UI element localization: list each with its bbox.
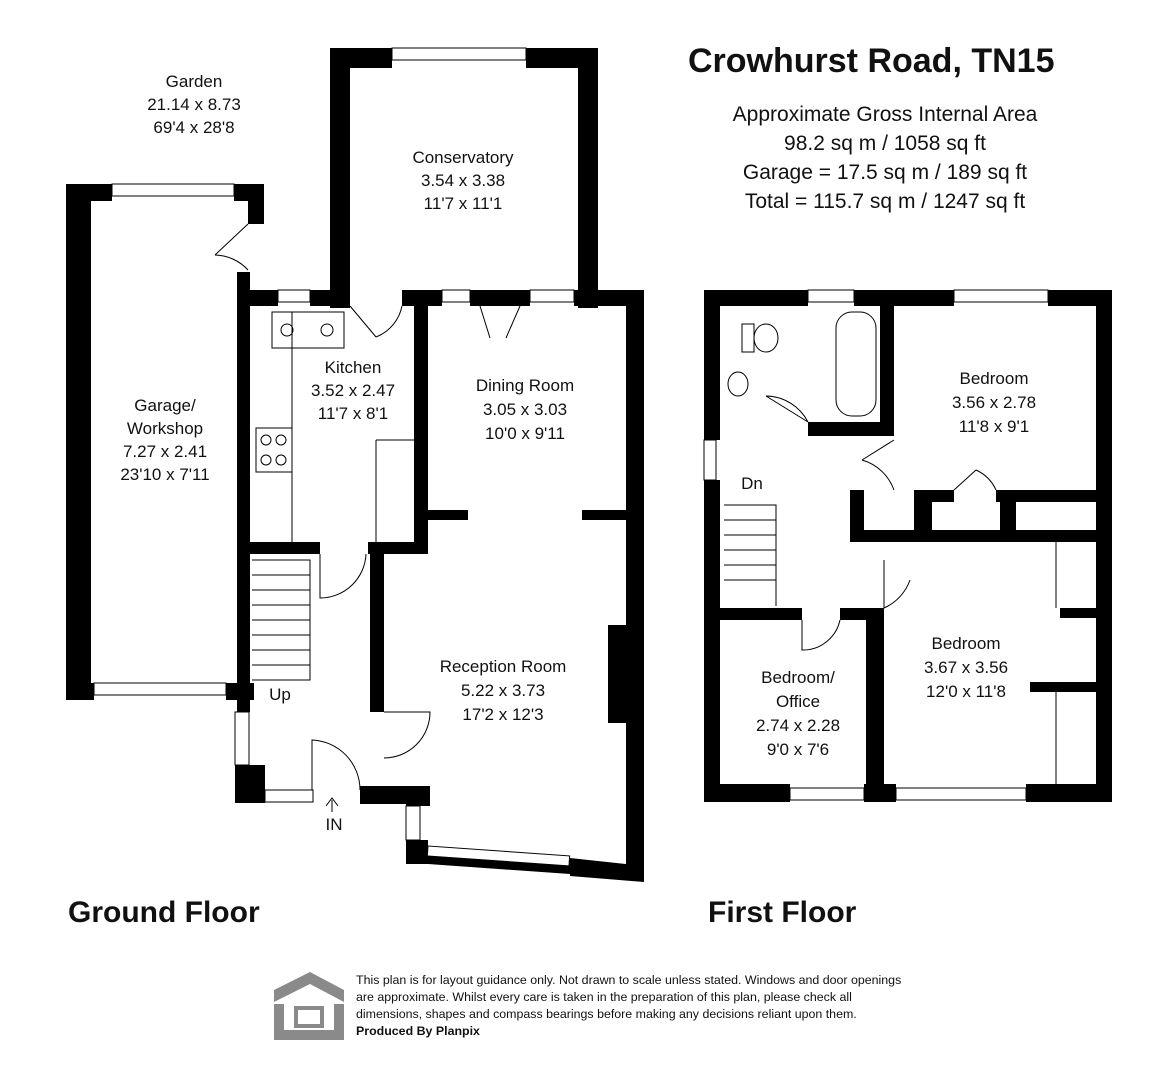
- room-bedroom-2: Bedroom 3.67 x 3.56 12'0 x 11'8: [924, 634, 1008, 701]
- room-bedroom-1: Bedroom 3.56 x 2.78 11'8 x 9'1: [952, 369, 1036, 436]
- room-kitchen-imperial: 11'7 x 8'1: [318, 404, 388, 423]
- planpix-logo-icon: [274, 972, 344, 1040]
- house-walls: [234, 289, 644, 882]
- room-office-name: Bedroom/: [761, 668, 835, 687]
- room-garden-metric: 21.14 x 8.73: [147, 95, 241, 114]
- room-dining-imperial: 10'0 x 9'11: [485, 424, 565, 443]
- room-garage-name2: Workshop: [127, 419, 203, 438]
- room-bedroom-1-name: Bedroom: [960, 369, 1029, 388]
- area-total: Total = 115.7 sq m / 1247 sq ft: [744, 190, 1026, 213]
- ground-floor-plan: [66, 47, 644, 882]
- room-kitchen-metric: 3.52 x 2.47: [311, 381, 395, 400]
- ground-floor-heading: Ground Floor: [68, 896, 260, 929]
- disclaimer-credit: Produced By Planpix: [356, 1024, 480, 1038]
- room-dining-name: Dining Room: [476, 376, 574, 395]
- disclaimer-line-2: are approximate. Whilst every care is ta…: [356, 990, 852, 1004]
- room-dining-metric: 3.05 x 3.03: [483, 400, 567, 419]
- room-garage-name: Garage/: [134, 396, 196, 415]
- stair-down-label: Dn: [741, 474, 763, 493]
- room-bedroom-2-imperial: 12'0 x 11'8: [926, 682, 1006, 701]
- area-garage: Garage = 17.5 sq m / 189 sq ft: [742, 161, 1028, 184]
- room-bedroom-2-name: Bedroom: [932, 634, 1001, 653]
- disclaimer-line-3: dimensions, shapes and compass bearings …: [356, 1007, 857, 1021]
- room-reception-metric: 5.22 x 3.73: [461, 681, 545, 700]
- room-kitchen: Kitchen 3.52 x 2.47 11'7 x 8'1: [311, 358, 395, 423]
- entrance-label: IN: [326, 815, 343, 834]
- room-office-metric: 2.74 x 2.28: [756, 716, 840, 735]
- room-reception-name: Reception Room: [440, 657, 567, 676]
- area-summary: Approximate Gross Internal Area 98.2 sq …: [690, 100, 1080, 216]
- property-title: Crowhurst Road, TN15: [688, 42, 1055, 80]
- first-floor-plan: [703, 289, 1112, 802]
- room-dining: Dining Room 3.05 x 3.03 10'0 x 9'11: [476, 376, 574, 443]
- room-office: Bedroom/ Office 2.74 x 2.28 9'0 x 7'6: [756, 668, 840, 759]
- disclaimer: This plan is for layout guidance only. N…: [356, 972, 996, 1040]
- room-garden-name: Garden: [166, 72, 223, 91]
- disclaimer-line-1: This plan is for layout guidance only. N…: [356, 973, 902, 987]
- room-garage-imperial: 23'10 x 7'11: [120, 465, 209, 484]
- room-conservatory-imperial: 11'7 x 11'1: [424, 194, 503, 213]
- room-bedroom-1-metric: 3.56 x 2.78: [952, 393, 1036, 412]
- area-main: 98.2 sq m / 1058 sq ft: [784, 132, 986, 155]
- room-conservatory-metric: 3.54 x 3.38: [421, 171, 505, 190]
- room-reception: Reception Room 5.22 x 3.73 17'2 x 12'3: [440, 657, 567, 724]
- room-garage: Garage/ Workshop 7.27 x 2.41 23'10 x 7'1…: [120, 396, 209, 484]
- room-garden-imperial: 69'4 x 28'8: [153, 118, 234, 137]
- room-garage-metric: 7.27 x 2.41: [123, 442, 207, 461]
- room-garden: Garden 21.14 x 8.73 69'4 x 28'8: [147, 72, 241, 137]
- conservatory-walls: [330, 47, 598, 308]
- stair-up-label: Up: [269, 685, 291, 704]
- room-office-name2: Office: [776, 692, 820, 711]
- room-kitchen-name: Kitchen: [325, 358, 382, 377]
- room-bedroom-2-metric: 3.67 x 3.56: [924, 658, 1008, 677]
- room-conservatory: Conservatory 3.54 x 3.38 11'7 x 11'1: [412, 148, 514, 213]
- room-bedroom-1-imperial: 11'8 x 9'1: [959, 417, 1029, 436]
- room-office-imperial: 9'0 x 7'6: [767, 740, 829, 759]
- first-floor-heading: First Floor: [708, 896, 857, 929]
- garage-walls: [66, 183, 264, 712]
- room-conservatory-name: Conservatory: [412, 148, 514, 167]
- room-reception-imperial: 17'2 x 12'3: [462, 705, 543, 724]
- area-heading: Approximate Gross Internal Area: [732, 103, 1038, 126]
